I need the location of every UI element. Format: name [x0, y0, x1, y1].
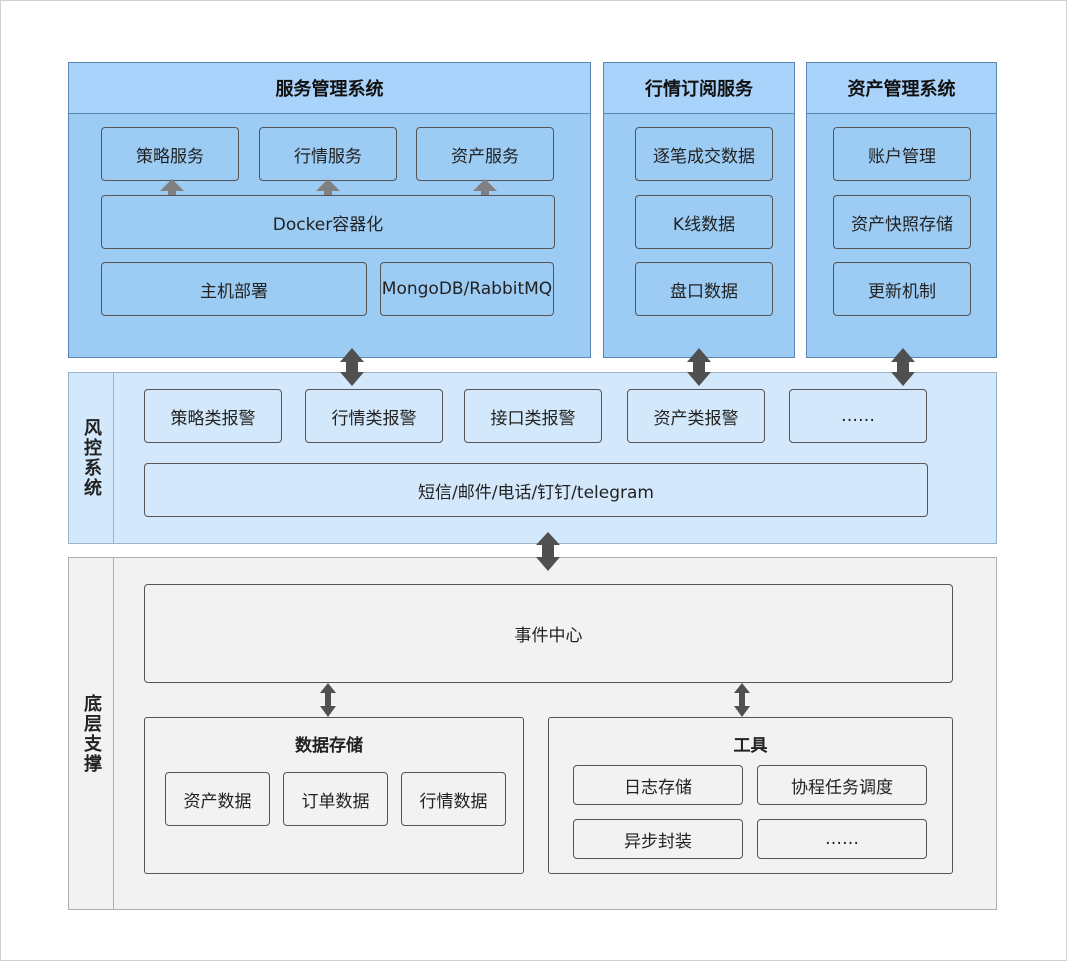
host-deploy-box: 主机部署 [101, 262, 367, 316]
tools-title: 工具 [733, 735, 768, 756]
kline-data-box: K线数据 [635, 195, 773, 249]
interface-alert-box: 接口类报警 [464, 389, 602, 443]
market-service-box: 行情服务 [259, 127, 397, 181]
asset-data-box: 资产数据 [165, 772, 270, 826]
orderbook-data-box: 盘口数据 [635, 262, 773, 316]
async-wrapper-box: 异步封装 [573, 819, 743, 859]
order-data-box: 订单数据 [283, 772, 388, 826]
more-tools-box: …… [757, 819, 927, 859]
event-center-box: 事件中心 [144, 584, 953, 683]
coroutine-scheduler-box: 协程任务调度 [757, 765, 927, 805]
log-storage-box: 日志存储 [573, 765, 743, 805]
update-mechanism-box: 更新机制 [833, 262, 971, 316]
service-mgmt-title: 服务管理系统 [68, 62, 591, 114]
more-alert-box: …… [789, 389, 927, 443]
account-mgmt-box: 账户管理 [833, 127, 971, 181]
base-support-label: 底层支撑 [68, 557, 114, 910]
asset-service-box: 资产服务 [416, 127, 554, 181]
risk-control-label: 风控系统 [68, 372, 114, 544]
strategy-alert-box: 策略类报警 [144, 389, 282, 443]
market-alert-box: 行情类报警 [305, 389, 443, 443]
asset-snapshot-box: 资产快照存储 [833, 195, 971, 249]
asset-mgmt-title: 资产管理系统 [806, 62, 997, 114]
tick-data-box: 逐笔成交数据 [635, 127, 773, 181]
asset-alert-box: 资产类报警 [627, 389, 765, 443]
market-sub-title: 行情订阅服务 [603, 62, 795, 114]
notify-channels-box: 短信/邮件/电话/钉钉/telegram [144, 463, 928, 517]
docker-box: Docker容器化 [101, 195, 555, 249]
middleware-box: MongoDB/RabbitMQ [380, 262, 554, 316]
market-data-box: 行情数据 [401, 772, 506, 826]
data-storage-title: 数据存储 [295, 735, 363, 756]
strategy-service-box: 策略服务 [101, 127, 239, 181]
